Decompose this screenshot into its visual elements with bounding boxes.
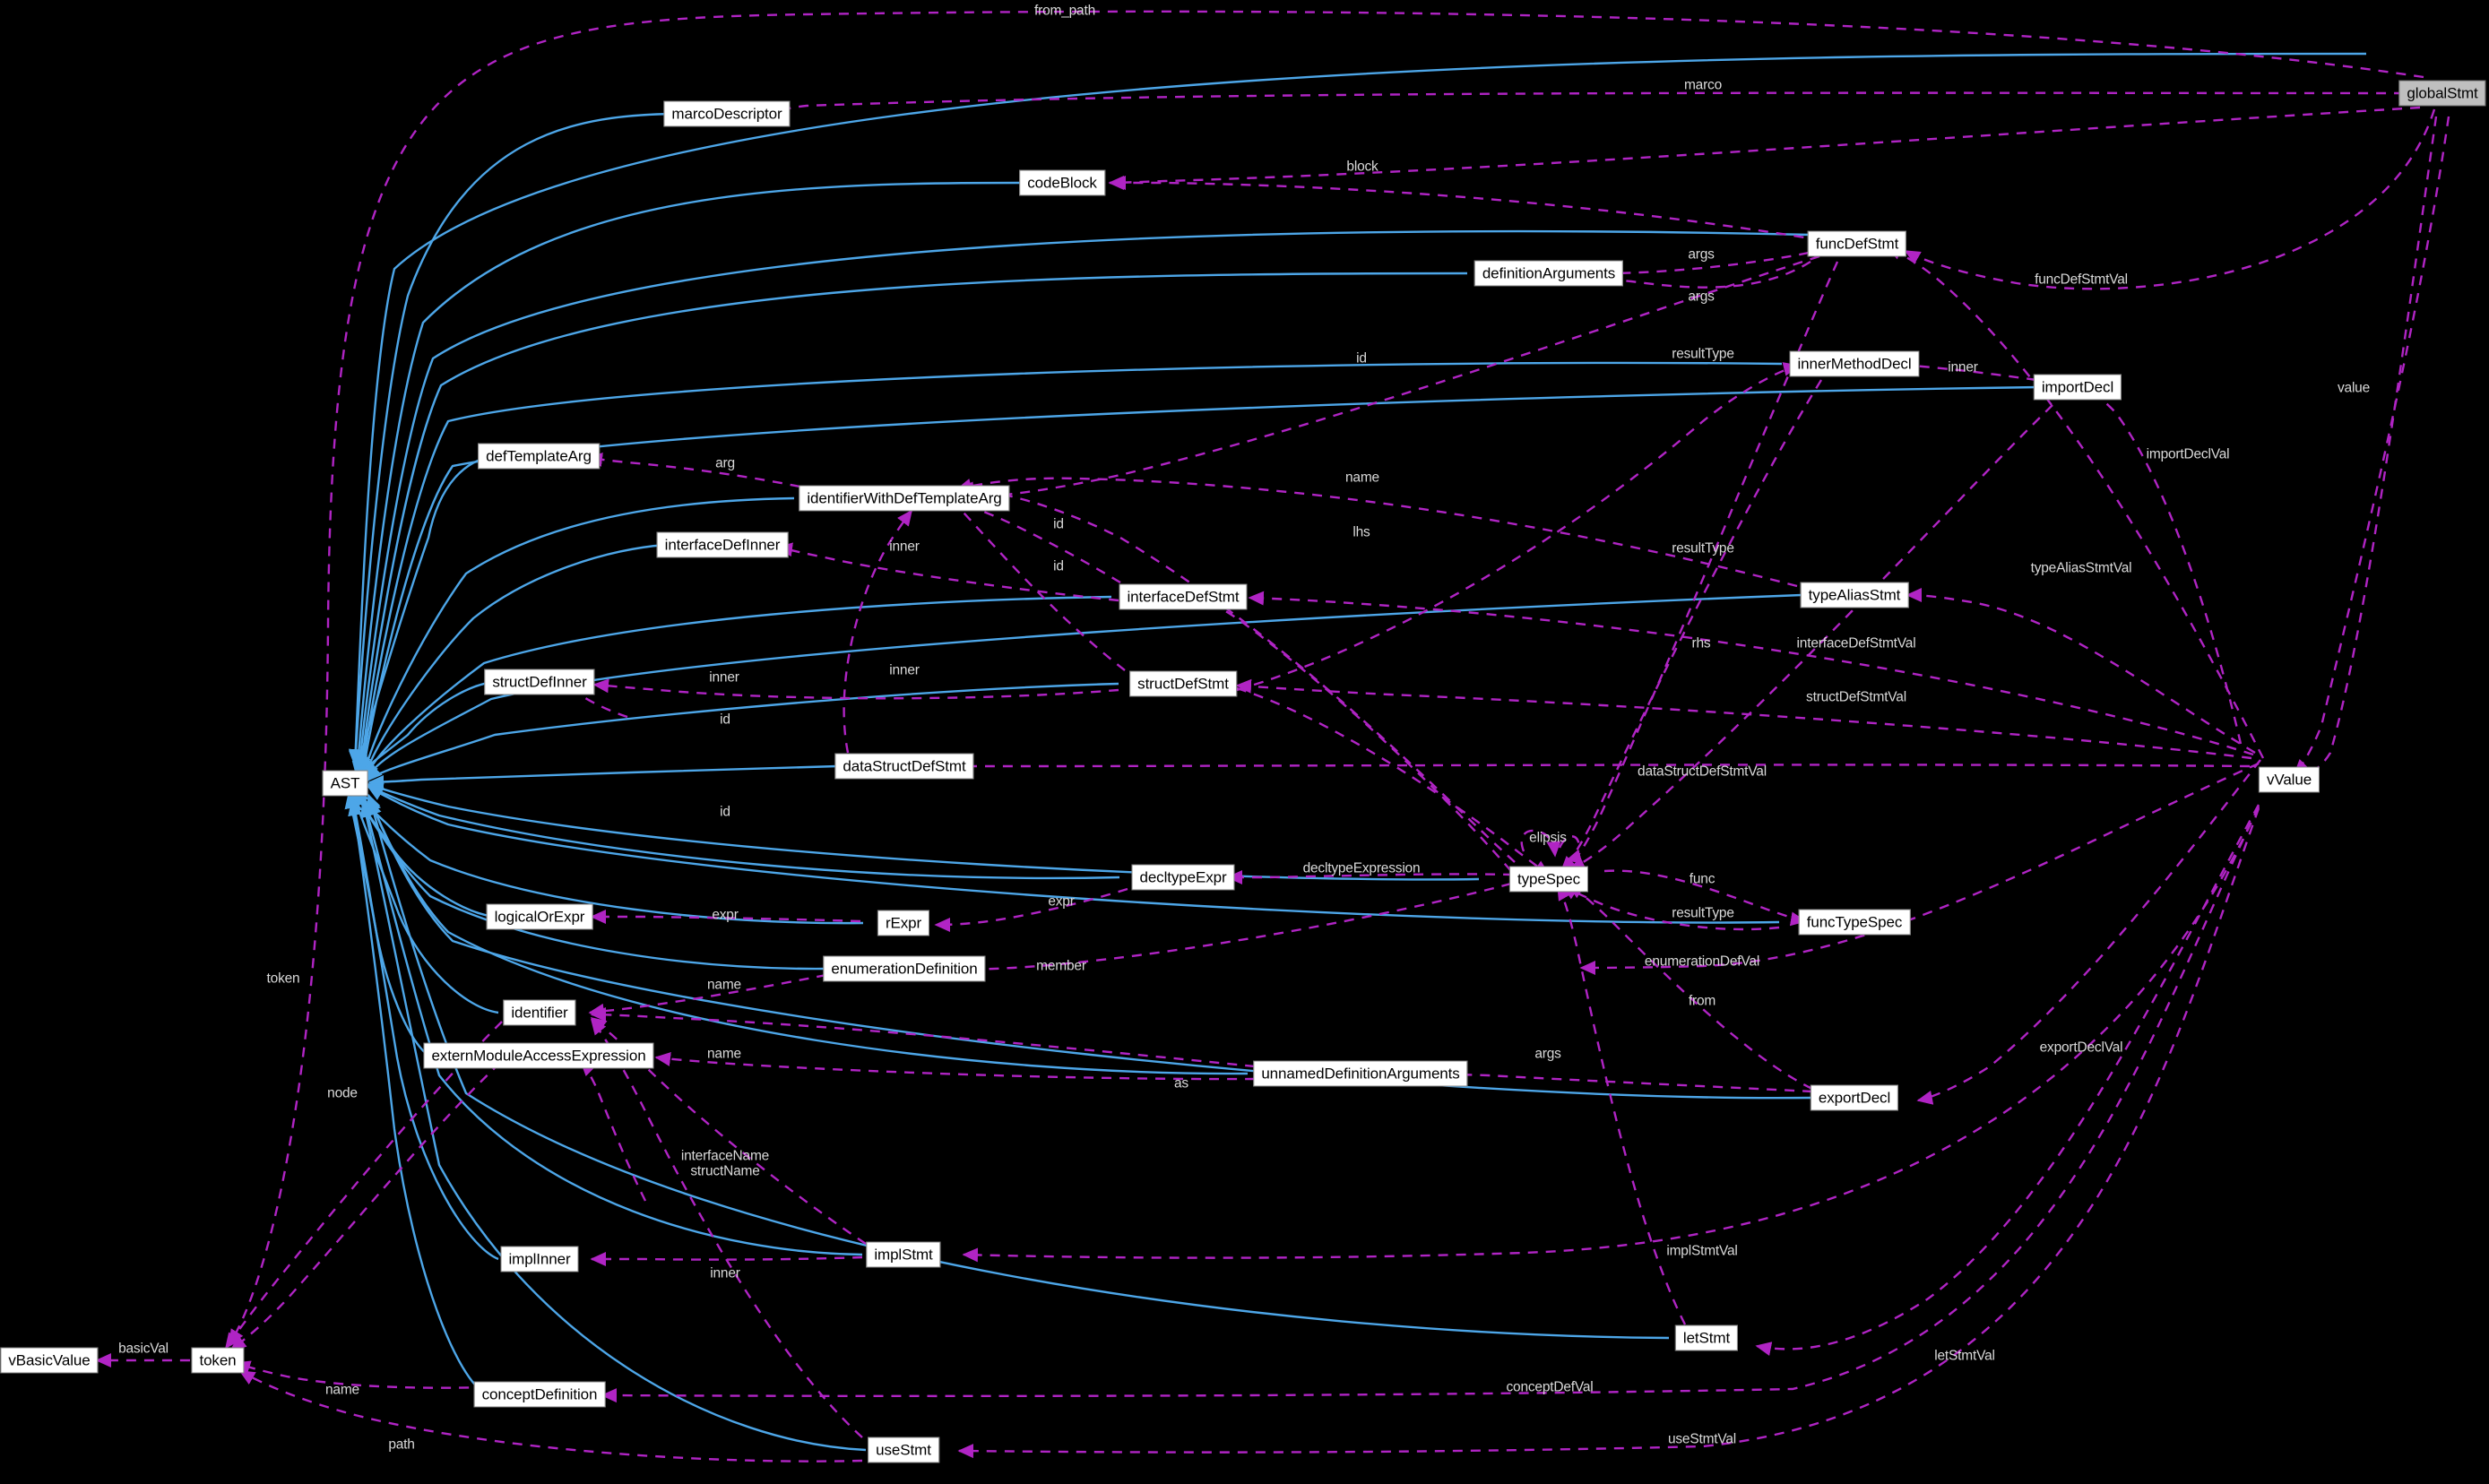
- edge-label: rhs: [1691, 635, 1711, 651]
- edge-label: decltypeExpression: [1302, 860, 1421, 876]
- edge-label: typeAliasStmtVal: [2030, 560, 2132, 576]
- edge-label: dataStructDefStmtVal: [1638, 764, 1767, 780]
- edge-label: useStmtVal: [1667, 1431, 1737, 1447]
- node-exportDecl[interactable]: exportDecl: [1810, 1084, 1899, 1111]
- edge-label: id: [1356, 350, 1367, 367]
- node-externModuleAccessExpression[interactable]: externModuleAccessExpression: [423, 1042, 654, 1069]
- edge-label: inner: [1948, 359, 1978, 375]
- edge-label: implStmtVal: [1666, 1243, 1738, 1259]
- edge-label: func: [1689, 871, 1716, 887]
- node-rExpr[interactable]: rExpr: [877, 910, 930, 936]
- edge-label: structDefStmtVal: [1806, 689, 1906, 705]
- node-vValue[interactable]: vValue: [2258, 766, 2320, 793]
- edge-label: conceptDefVal: [1506, 1379, 1594, 1395]
- edge-label: letStmtVal: [1934, 1348, 1995, 1364]
- node-enumerationDefinition[interactable]: enumerationDefinition: [823, 955, 986, 982]
- edge-label: token: [266, 971, 300, 987]
- edge-label: name: [1345, 470, 1379, 486]
- edge-label: id: [720, 712, 730, 728]
- node-typeSpec[interactable]: typeSpec: [1508, 866, 1589, 893]
- node-AST[interactable]: AST: [322, 770, 368, 797]
- edge-label: from: [1688, 993, 1716, 1009]
- node-defTemplateArg[interactable]: defTemplateArg: [478, 443, 600, 470]
- node-dataStructDefStmt[interactable]: dataStructDefStmt: [834, 753, 974, 780]
- edge-label: inner: [889, 662, 920, 678]
- edge-label: expr: [712, 907, 739, 923]
- edge-label: node: [327, 1085, 358, 1101]
- edge-label: arg: [715, 455, 735, 471]
- node-typeAliasStmt[interactable]: typeAliasStmt: [1800, 582, 1909, 608]
- node-codeBlock[interactable]: codeBlock: [1019, 169, 1105, 196]
- edge-label: from_path: [1034, 3, 1095, 19]
- edge-label: name: [707, 1046, 741, 1062]
- edge-label: inner: [889, 539, 920, 555]
- edge-label: value: [2337, 380, 2371, 396]
- edge-label: exportDeclVal: [2039, 1040, 2123, 1056]
- node-importDecl[interactable]: importDecl: [2033, 374, 2122, 401]
- edge-label: member: [1036, 958, 1086, 974]
- node-logicalOrExpr[interactable]: logicalOrExpr: [486, 903, 593, 930]
- node-globalStmt[interactable]: globalStmt: [2398, 80, 2486, 107]
- node-interfaceDefStmt[interactable]: interfaceDefStmt: [1119, 583, 1248, 610]
- edge-label: structName: [690, 1163, 760, 1179]
- node-letStmt[interactable]: letStmt: [1674, 1324, 1739, 1351]
- edge-label: marco: [1683, 77, 1723, 93]
- edge-label: args: [1688, 289, 1715, 305]
- edge-label: path: [388, 1437, 415, 1453]
- node-interfaceDefInner[interactable]: interfaceDefInner: [656, 531, 789, 558]
- edge-label: block: [1346, 159, 1378, 175]
- edge-label: interfaceDefStmtVal: [1796, 635, 1916, 651]
- node-token[interactable]: token: [191, 1347, 245, 1374]
- edge-label: elipsis: [1529, 830, 1567, 846]
- edge-label: basicVal: [118, 1341, 169, 1357]
- edge-label: resultType: [1672, 540, 1734, 556]
- edge-label: importDeclVal: [2146, 446, 2230, 462]
- node-funcTypeSpec[interactable]: funcTypeSpec: [1798, 909, 1911, 936]
- node-implStmt[interactable]: implStmt: [866, 1241, 941, 1268]
- edge-label: name: [707, 977, 741, 993]
- node-structDefInner[interactable]: structDefInner: [484, 669, 595, 695]
- edge-label: expr: [1048, 893, 1075, 910]
- node-declTypeExpr[interactable]: decltypeExpr: [1131, 864, 1235, 891]
- node-definitionArguments[interactable]: definitionArguments: [1474, 260, 1624, 287]
- node-structDefStmt[interactable]: structDefStmt: [1129, 670, 1237, 697]
- node-funcDefStmt[interactable]: funcDefStmt: [1807, 230, 1907, 257]
- node-identifier[interactable]: identifier: [503, 999, 576, 1026]
- edge-label: id: [720, 804, 730, 820]
- edge-label: inner: [709, 669, 739, 686]
- node-useStmt[interactable]: useStmt: [868, 1437, 939, 1463]
- node-marcoDescriptor[interactable]: marcoDescriptor: [663, 100, 791, 127]
- edge-label: id: [1053, 558, 1064, 574]
- node-identifierWithDefTemplateArg[interactable]: identifierWithDefTemplateArg: [799, 485, 1010, 512]
- edge-label: enumerationDefVal: [1644, 953, 1760, 970]
- node-unnamedDefinitionArguments[interactable]: unnamedDefinitionArguments: [1253, 1060, 1468, 1087]
- edge-label: interfaceName: [680, 1148, 770, 1164]
- node-vBasicValue[interactable]: vBasicValue: [0, 1347, 99, 1374]
- node-conceptDefinition[interactable]: conceptDefinition: [473, 1381, 606, 1408]
- edge-label: args: [1688, 246, 1715, 263]
- edge-label: args: [1534, 1046, 1561, 1062]
- edge-label: as: [1174, 1075, 1188, 1091]
- usage-edges: [95, 10, 2450, 1462]
- edge-label: resultType: [1672, 346, 1734, 362]
- node-innerMethodDecl[interactable]: innerMethodDecl: [1789, 350, 1920, 377]
- edge-label: inner: [710, 1265, 740, 1281]
- edge-label: name: [325, 1382, 359, 1398]
- edge-label: funcDefStmtVal: [2035, 272, 2128, 288]
- edge-label: id: [1053, 516, 1064, 532]
- edge-label: lhs: [1353, 524, 1370, 540]
- inheritance-edges: [344, 52, 2367, 1452]
- edge-label: resultType: [1672, 905, 1734, 921]
- node-implInner[interactable]: implInner: [500, 1246, 579, 1273]
